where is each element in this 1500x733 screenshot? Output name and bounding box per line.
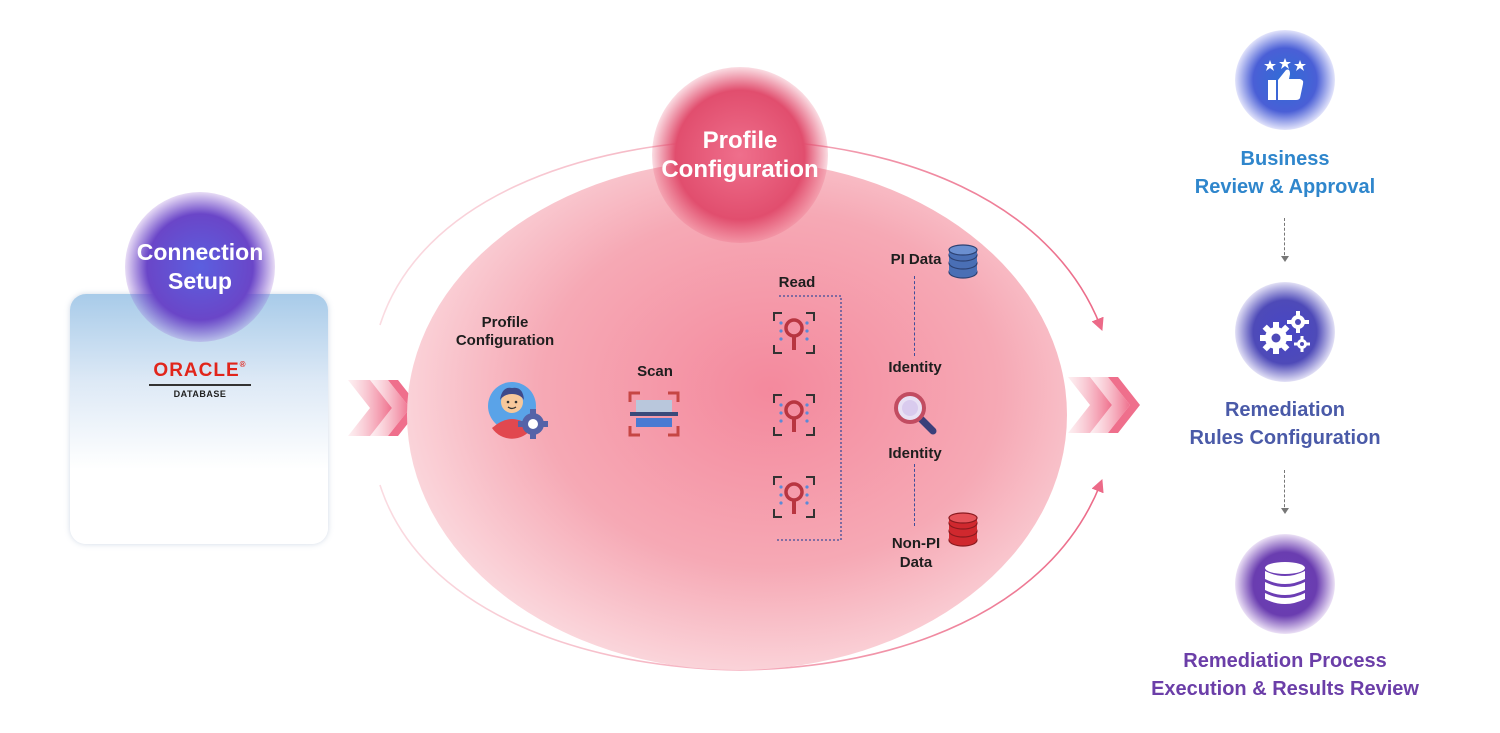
remediation-process-circle [1235, 534, 1335, 634]
read-label: Read [778, 274, 816, 291]
pi-data-label: PI Data [890, 251, 942, 268]
non-pi-database-icon [948, 512, 978, 547]
pi-database-icon [948, 244, 978, 279]
read-bracket [776, 295, 842, 541]
thumbs-up-stars-icon [1264, 58, 1306, 100]
identity-label-top: Identity [888, 359, 942, 376]
oracle-logo: ORACLE® DATABASE [140, 360, 260, 399]
identity-label-bottom: Identity [888, 445, 942, 462]
magnifier-icon [894, 392, 937, 435]
scan-label: Scan [637, 363, 673, 380]
gears-icon [1260, 311, 1310, 354]
read-key-icon [773, 312, 815, 354]
connector-bottom [914, 464, 915, 526]
connector-top [914, 276, 915, 356]
step-arrow-1 [1281, 218, 1289, 262]
read-key-icon [773, 394, 815, 436]
database-icon [1265, 562, 1305, 604]
user-gear-icon [488, 382, 548, 439]
scan-icon [628, 391, 680, 437]
step-arrow-2 [1281, 470, 1289, 514]
remediation-rules-circle [1235, 282, 1335, 382]
chevrons-right-icon [1068, 377, 1140, 433]
business-review-circle [1235, 30, 1335, 130]
read-key-icon [773, 476, 815, 518]
